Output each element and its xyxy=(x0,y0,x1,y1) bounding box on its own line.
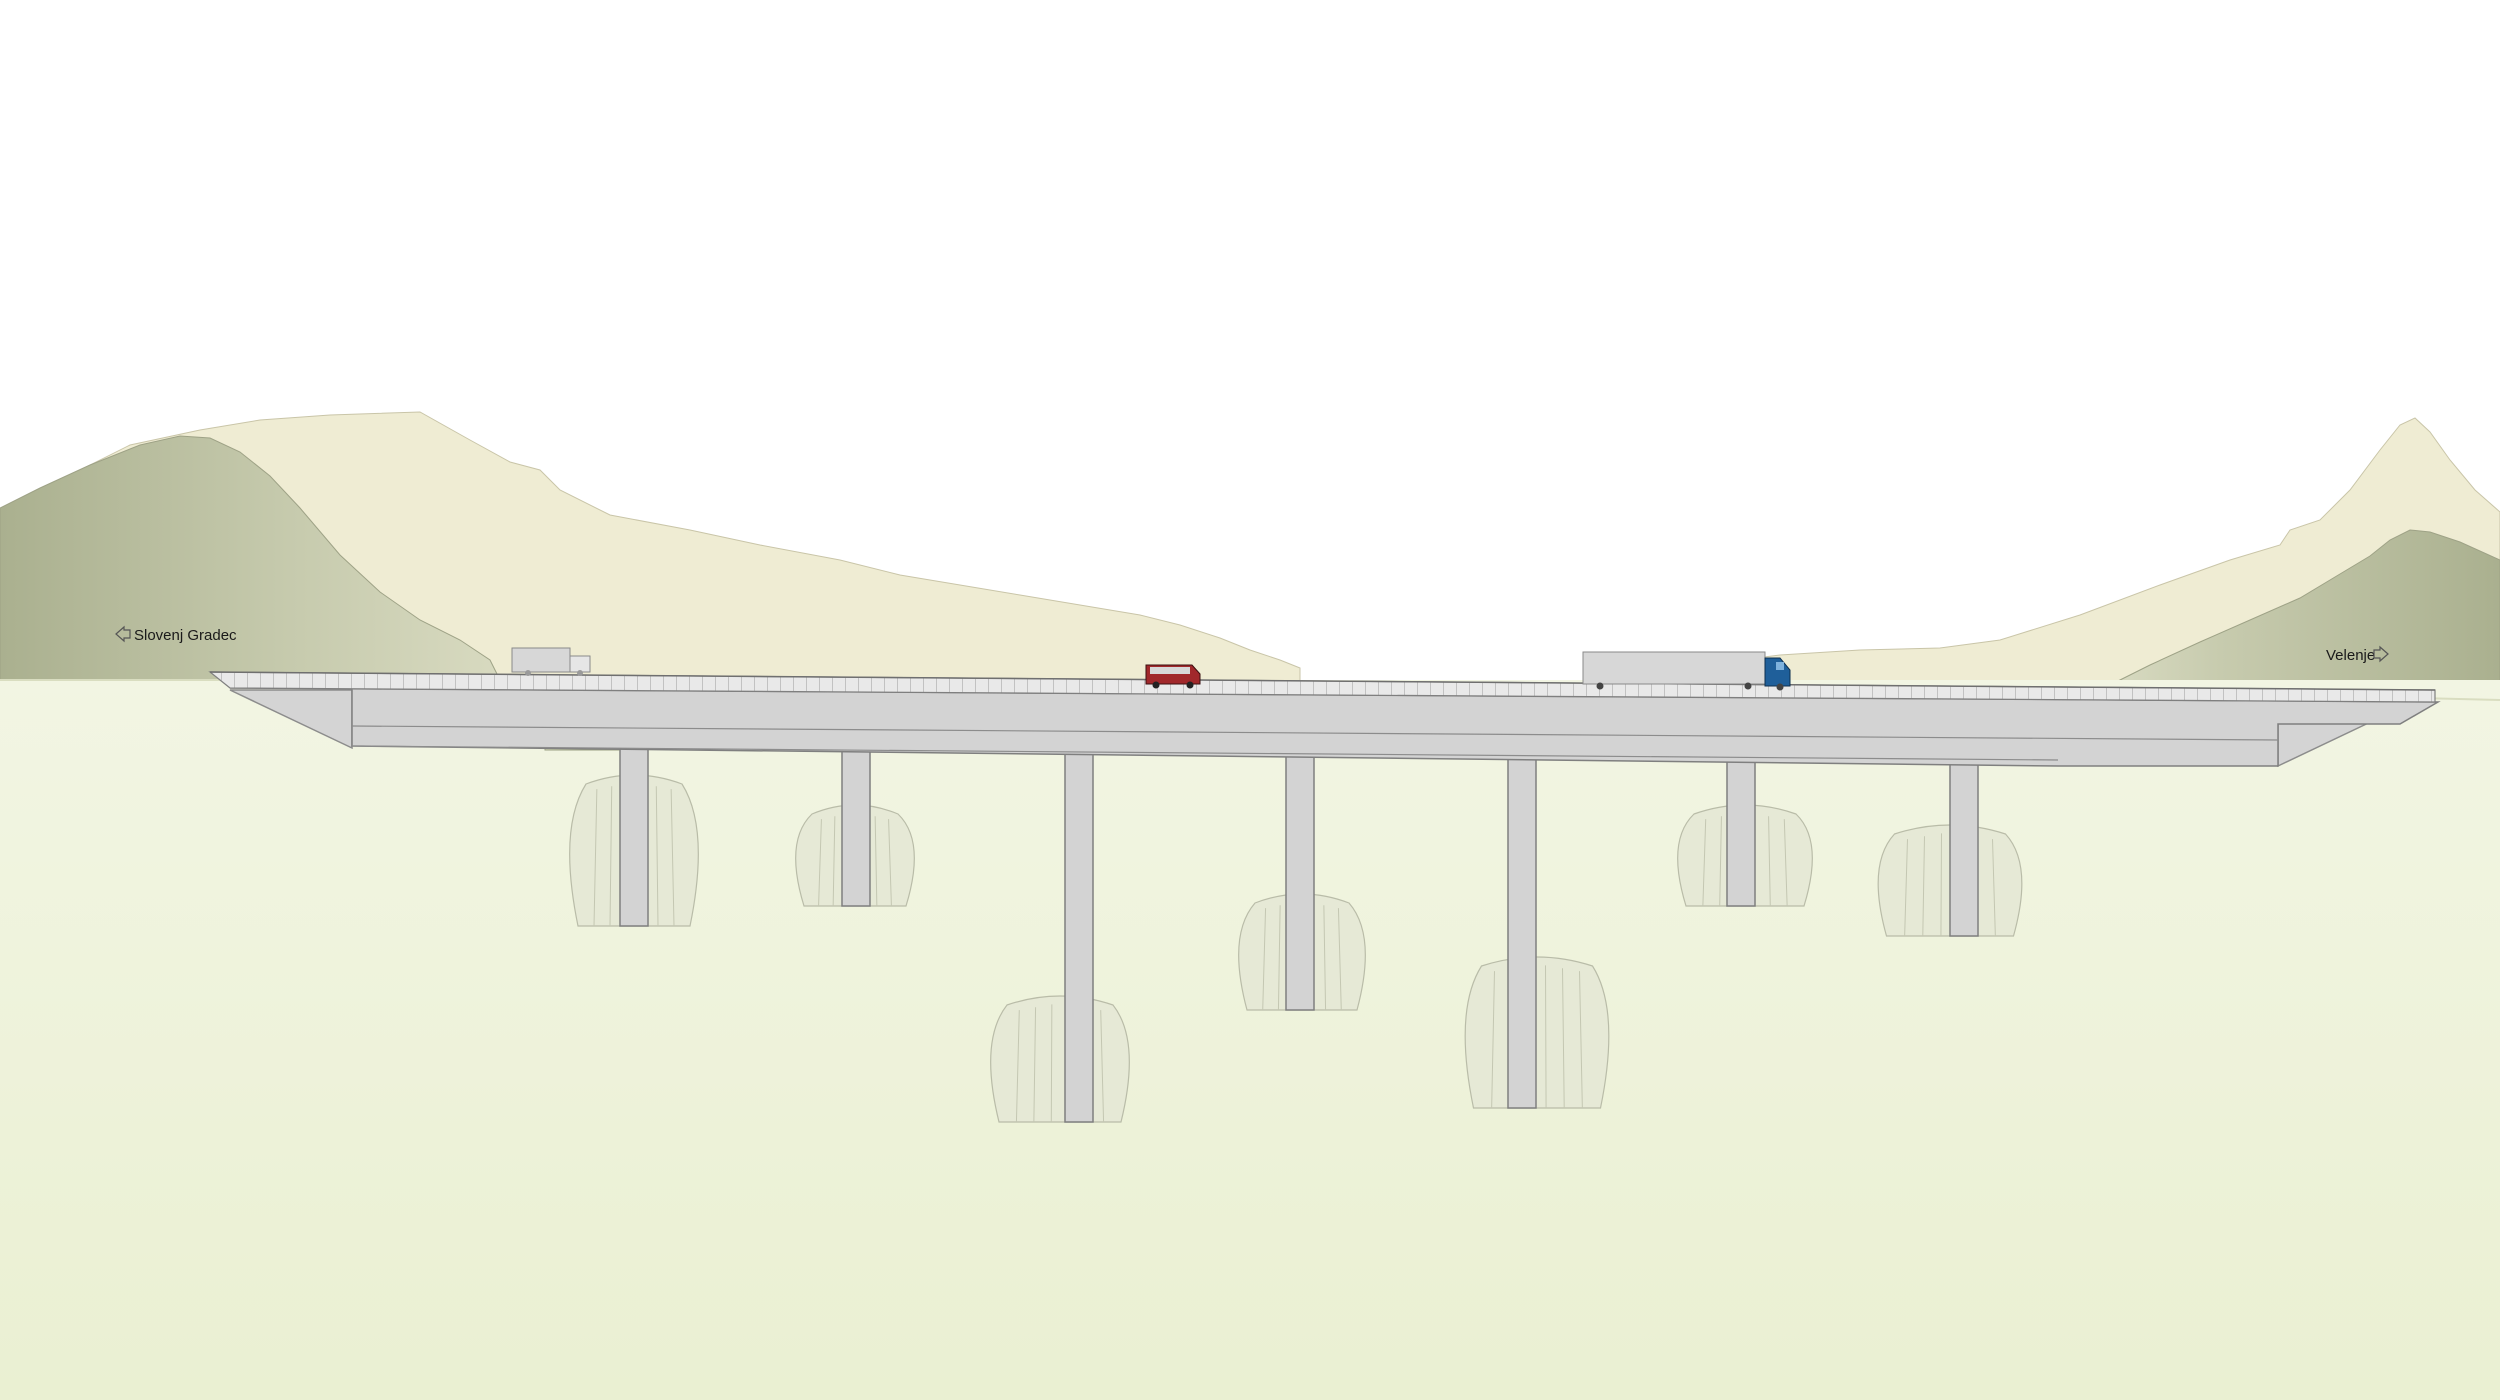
direction-right: Velenje xyxy=(2326,645,2389,664)
near-hill-right xyxy=(2099,529,2500,701)
direction-left: Slovenj Gradec xyxy=(115,625,237,644)
pier-column xyxy=(841,735,871,907)
pier-column xyxy=(1949,739,1979,937)
pier-column xyxy=(1064,731,1094,1123)
arrow-right-outline-icon xyxy=(2373,645,2389,663)
left-destination-label: Slovenj Gradec xyxy=(134,627,237,644)
grey-truck xyxy=(511,647,591,676)
pier-column xyxy=(1507,735,1537,1109)
pier-column xyxy=(1726,743,1756,907)
arrow-left-outline-icon xyxy=(115,625,131,643)
bridge-girder xyxy=(229,687,2441,767)
pile-fan xyxy=(1464,956,1610,1109)
piers xyxy=(619,723,1979,1123)
pier-column xyxy=(1285,741,1315,1011)
pile-fan xyxy=(990,995,1130,1123)
girder-edge-line xyxy=(351,725,2279,741)
blue-cab-truck xyxy=(1582,651,1791,691)
girder-bottom-line xyxy=(351,745,2059,761)
near-hill-left xyxy=(0,435,501,681)
red-van xyxy=(1145,664,1201,689)
pier-column xyxy=(619,727,649,927)
valley-ground xyxy=(0,680,2500,1400)
right-destination-label: Velenje xyxy=(2326,647,2375,664)
